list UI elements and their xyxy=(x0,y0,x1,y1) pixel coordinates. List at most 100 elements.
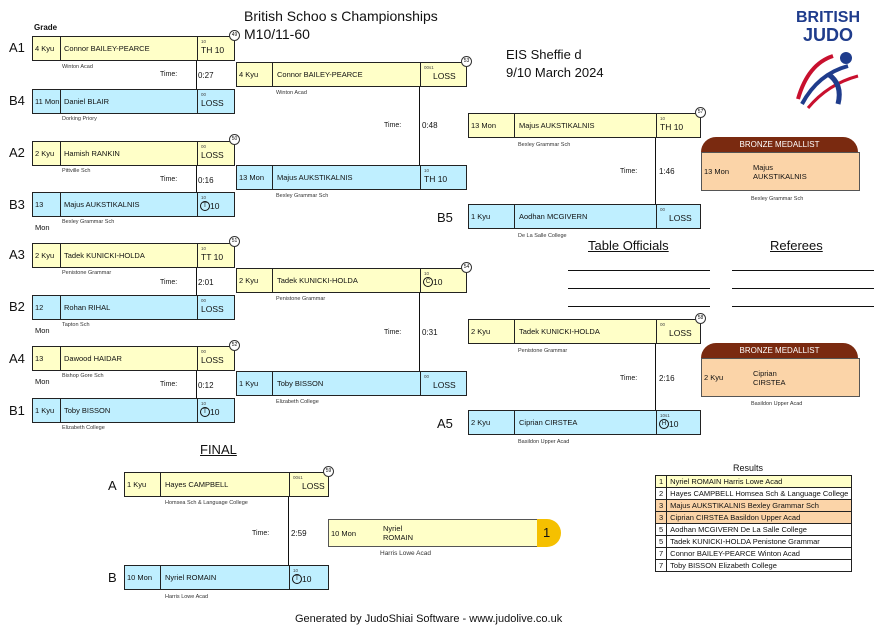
competitor-club: Bexley Grammar Sch xyxy=(751,196,804,202)
time-label: Time: xyxy=(620,168,638,175)
match-time: 2:01 xyxy=(198,278,214,287)
competitor-club: Bexley Grammar Sch xyxy=(62,219,115,225)
score-icon: C xyxy=(423,277,433,287)
bronze-medallist-box[interactable]: 2 Kyu Ciprian CIRSTEA xyxy=(701,358,860,397)
competitor-club: Pittville Sch xyxy=(62,168,91,174)
competitor-grade: 1 Kyu xyxy=(125,473,161,496)
pool-position: B3 xyxy=(9,197,25,212)
competitor-grade: 2 Kyu xyxy=(469,320,515,343)
pool-position: A xyxy=(108,478,117,493)
competitor-name: Majus AUKSTIKALNIS xyxy=(519,121,595,130)
match-number: 57 xyxy=(695,107,706,118)
competitor-name: Toby BISSON xyxy=(64,406,111,415)
bronze-medallist-box[interactable]: 13 Mon Majus AUKSTIKALNIS xyxy=(701,152,860,191)
time-label: Time: xyxy=(252,530,270,537)
event-title: British Schoo s Championships xyxy=(244,8,438,24)
competitor-club: Bexley Grammar Sch xyxy=(518,142,571,148)
match-number: 54 xyxy=(461,262,472,273)
competitor-name: Hayes CAMPBELL xyxy=(165,480,229,489)
competitor-name: Tadek KUNICKI-HOLDA xyxy=(64,251,145,260)
pool-position: A2 xyxy=(9,145,25,160)
match-time: 1:46 xyxy=(659,167,675,176)
competitor-club: Penistone Grammar xyxy=(62,270,112,276)
competitor-club: Harris Lowe Acad xyxy=(380,550,431,557)
competitor-club: Basildon Upper Acad xyxy=(751,401,803,407)
competitor-grade: 2 Kyu xyxy=(237,269,273,292)
competitor-name: Connor BAILEY-PEARCE xyxy=(277,70,363,79)
pool-position: A4 xyxy=(9,351,25,366)
referees-heading: Referees xyxy=(770,238,823,253)
competitor-name: Aodhan MCGIVERN xyxy=(519,212,588,221)
time-label: Time: xyxy=(384,122,402,129)
match-number: 58 xyxy=(695,313,706,324)
time-label: Time: xyxy=(160,279,178,286)
match-number: 53 xyxy=(461,56,472,67)
match-number: 59 xyxy=(323,466,334,477)
competitor-grade: 4 Kyu xyxy=(33,37,61,60)
competitor-name: Dawood HAIDAR xyxy=(64,354,122,363)
table-officials-heading: Table Officials xyxy=(588,238,669,253)
event-dates: 9/10 March 2024 xyxy=(506,65,604,80)
competitor-name: Daniel BLAIR xyxy=(64,97,110,106)
score-icon: T xyxy=(292,574,302,584)
competitor-club: Penistone Grammar xyxy=(276,296,326,302)
competitor-club: Tapton Sch xyxy=(62,322,90,328)
competitor-grade: 13 Mon xyxy=(469,114,515,137)
competitor-name: Nyriel ROMAIN xyxy=(165,573,217,582)
competitor-club: Bexley Grammar Sch xyxy=(276,193,329,199)
time-label: Time: xyxy=(384,329,402,336)
final-heading: FINAL xyxy=(200,442,237,457)
competitor-club: Harris Lowe Acad xyxy=(165,594,209,600)
competitor-club: Penistone Grammar xyxy=(518,348,568,354)
competitor-grade: 4 Kyu xyxy=(237,63,273,86)
competitor-name: Tadek KUNICKI-HOLDA xyxy=(277,276,358,285)
category-title: M10/11-60 xyxy=(244,26,310,42)
competitor-name: Connor BAILEY-PEARCE xyxy=(64,44,150,53)
match-time: 2:59 xyxy=(291,529,307,538)
pool-position: A3 xyxy=(9,247,25,262)
pool-position: A5 xyxy=(437,416,453,431)
competitor-club: Basildon Upper Acad xyxy=(518,439,570,445)
match-time: 0:48 xyxy=(422,121,438,130)
venue: EIS Sheffie d xyxy=(506,47,582,62)
competitor-club: Winton Acad xyxy=(62,64,93,70)
pool-position: B5 xyxy=(437,210,453,225)
british-judo-logo: BRITISH JUDO xyxy=(788,10,868,120)
competitor-grade: 10 Mon xyxy=(125,566,161,589)
time-label: Time: xyxy=(160,71,178,78)
competitor-club: Elizabeth College xyxy=(276,399,319,405)
winner-box[interactable]: 10 Mon Nyriel ROMAIN xyxy=(328,519,538,547)
